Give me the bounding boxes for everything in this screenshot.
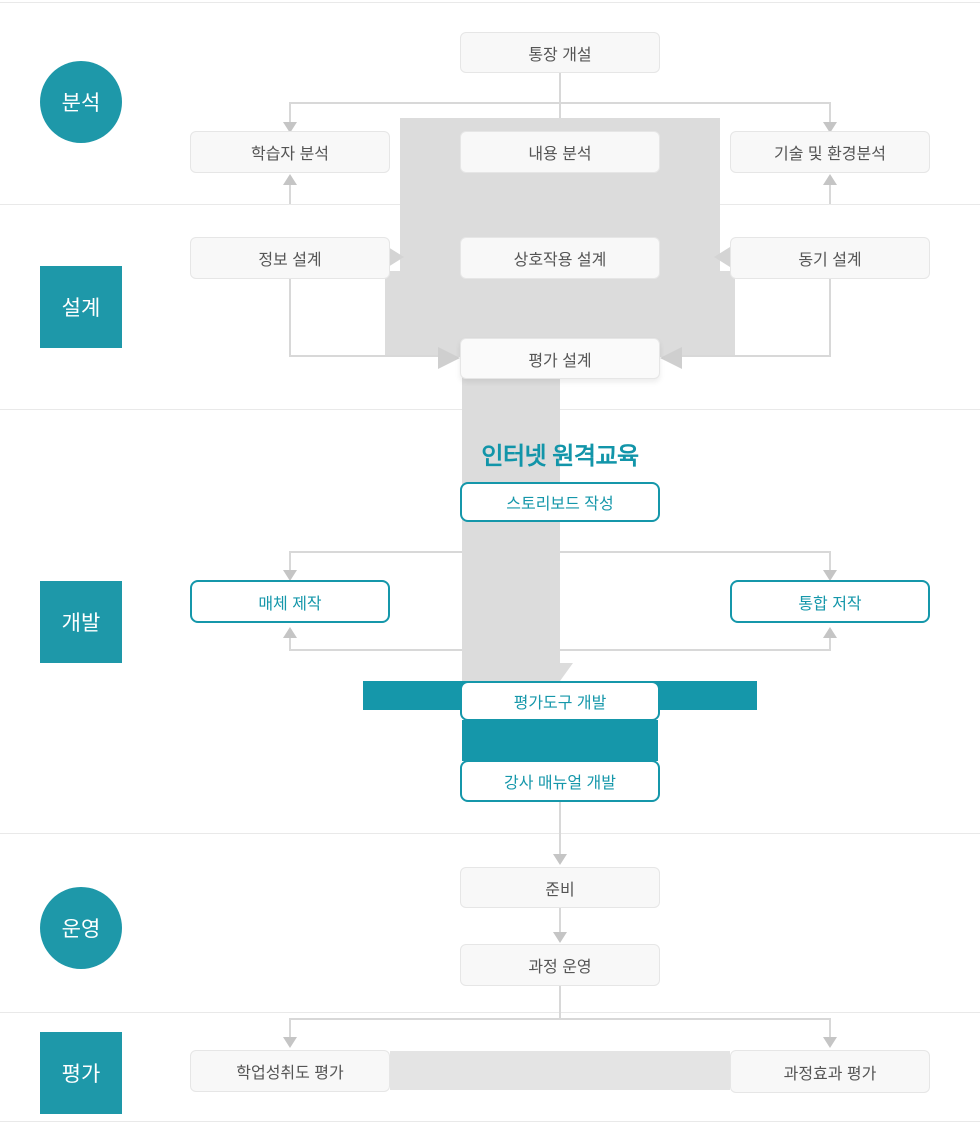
node-evaluation-design: 평가 설계 (460, 338, 660, 379)
arrow-into-course-effect-eval (823, 1037, 837, 1048)
connector-dev-bottom-left-hline (290, 649, 462, 651)
connector-effect-vline (829, 1018, 831, 1038)
connector-operation-down-vline (559, 986, 561, 1019)
connector-account-to-block (559, 73, 561, 118)
section-label: 평가 (61, 1063, 101, 1086)
node-integrated-authoring: 통합 저작 (730, 580, 930, 623)
arrow-feedback-media (283, 627, 297, 638)
node-achievement-evaluation: 학업성취도 평가 (190, 1050, 390, 1092)
connector-dev-top-left-hline (290, 551, 462, 553)
section-badge-analysis: 분석 (40, 61, 122, 143)
node-evaluation-tool-dev: 평가도구 개발 (460, 681, 660, 721)
connector-motivation-design-vline (829, 278, 831, 357)
connector-feedback-techenv-vline (829, 185, 831, 204)
connector-analysis-hline (290, 102, 830, 104)
info-design-pointer (388, 247, 404, 267)
arrow-into-course-operation (553, 932, 567, 943)
connector-eval-design-left-hline (290, 355, 440, 357)
node-content-analysis: 내용 분석 (460, 131, 660, 173)
arrow-feedback-learner (283, 174, 297, 185)
arrow-feedback-techenv (823, 174, 837, 185)
node-info-design: 정보 설계 (190, 237, 390, 279)
node-course-operation: 과정 운영 (460, 944, 660, 986)
section-label: 개발 (61, 612, 101, 635)
flow-shaft-arrow-tip (560, 663, 573, 681)
connector-feedback-authoring-vline (829, 638, 831, 651)
node-account-open: 통장 개설 (460, 32, 660, 73)
divider-top (0, 2, 980, 3)
divider-development-operation (0, 833, 980, 834)
node-preparation: 준비 (460, 867, 660, 908)
arrow-into-eval-design-right (660, 347, 682, 369)
connector-achievement-vline (289, 1018, 291, 1038)
connector-dev-top-right-hline (560, 551, 830, 553)
connector-manual-to-prep-vline (559, 802, 561, 855)
connector-dev-bottom-right-hline (560, 649, 830, 651)
arrow-into-tech-env-analysis (823, 122, 837, 133)
section-label: 분석 (61, 92, 101, 115)
connector-techenv-vline (829, 102, 831, 124)
arrow-into-achievement-eval (283, 1037, 297, 1048)
node-interaction-design: 상호작용 설계 (460, 237, 660, 279)
node-tech-env-analysis: 기술 및 환경분석 (730, 131, 930, 173)
evaluation-connector-band (390, 1051, 730, 1090)
arrow-feedback-authoring (823, 627, 837, 638)
arrow-into-preparation (553, 854, 567, 865)
connector-authoring-vline (829, 551, 831, 571)
divider-bottom (0, 1121, 980, 1122)
connector-feedback-learner-vline (289, 185, 291, 204)
connector-evaluation-hline (290, 1018, 830, 1020)
section-badge-evaluation: 평가 (40, 1032, 122, 1114)
connector-feedback-media-vline (289, 638, 291, 651)
node-instructor-manual-dev: 강사 매뉴얼 개발 (460, 760, 660, 802)
motivation-design-pointer (714, 247, 730, 267)
node-motivation-design: 동기 설계 (730, 237, 930, 279)
section-badge-design: 설계 (40, 266, 122, 348)
arrow-into-media-production (283, 570, 297, 581)
diagram-title: 인터넷 원격교육 (481, 443, 639, 470)
node-course-effect-evaluation: 과정효과 평가 (730, 1050, 930, 1093)
connector-eval-design-right-hline (680, 355, 830, 357)
development-teal-block (462, 720, 658, 761)
node-media-production: 매체 제작 (190, 580, 390, 623)
section-badge-operation: 운영 (40, 887, 122, 969)
connector-media-vline (289, 551, 291, 571)
arrow-into-learner-analysis (283, 122, 297, 133)
connector-learner-vline (289, 102, 291, 124)
section-label: 설계 (61, 297, 101, 320)
connector-prep-to-operation-vline (559, 908, 561, 933)
section-badge-development: 개발 (40, 581, 122, 663)
section-label: 운영 (61, 918, 101, 941)
connector-info-design-vline (289, 278, 291, 357)
node-learner-analysis: 학습자 분석 (190, 131, 390, 173)
arrow-into-integrated-authoring (823, 570, 837, 581)
arrow-into-eval-design-left (438, 347, 460, 369)
divider-operation-evaluation (0, 1012, 980, 1013)
node-storyboard-writing: 스토리보드 작성 (460, 482, 660, 522)
